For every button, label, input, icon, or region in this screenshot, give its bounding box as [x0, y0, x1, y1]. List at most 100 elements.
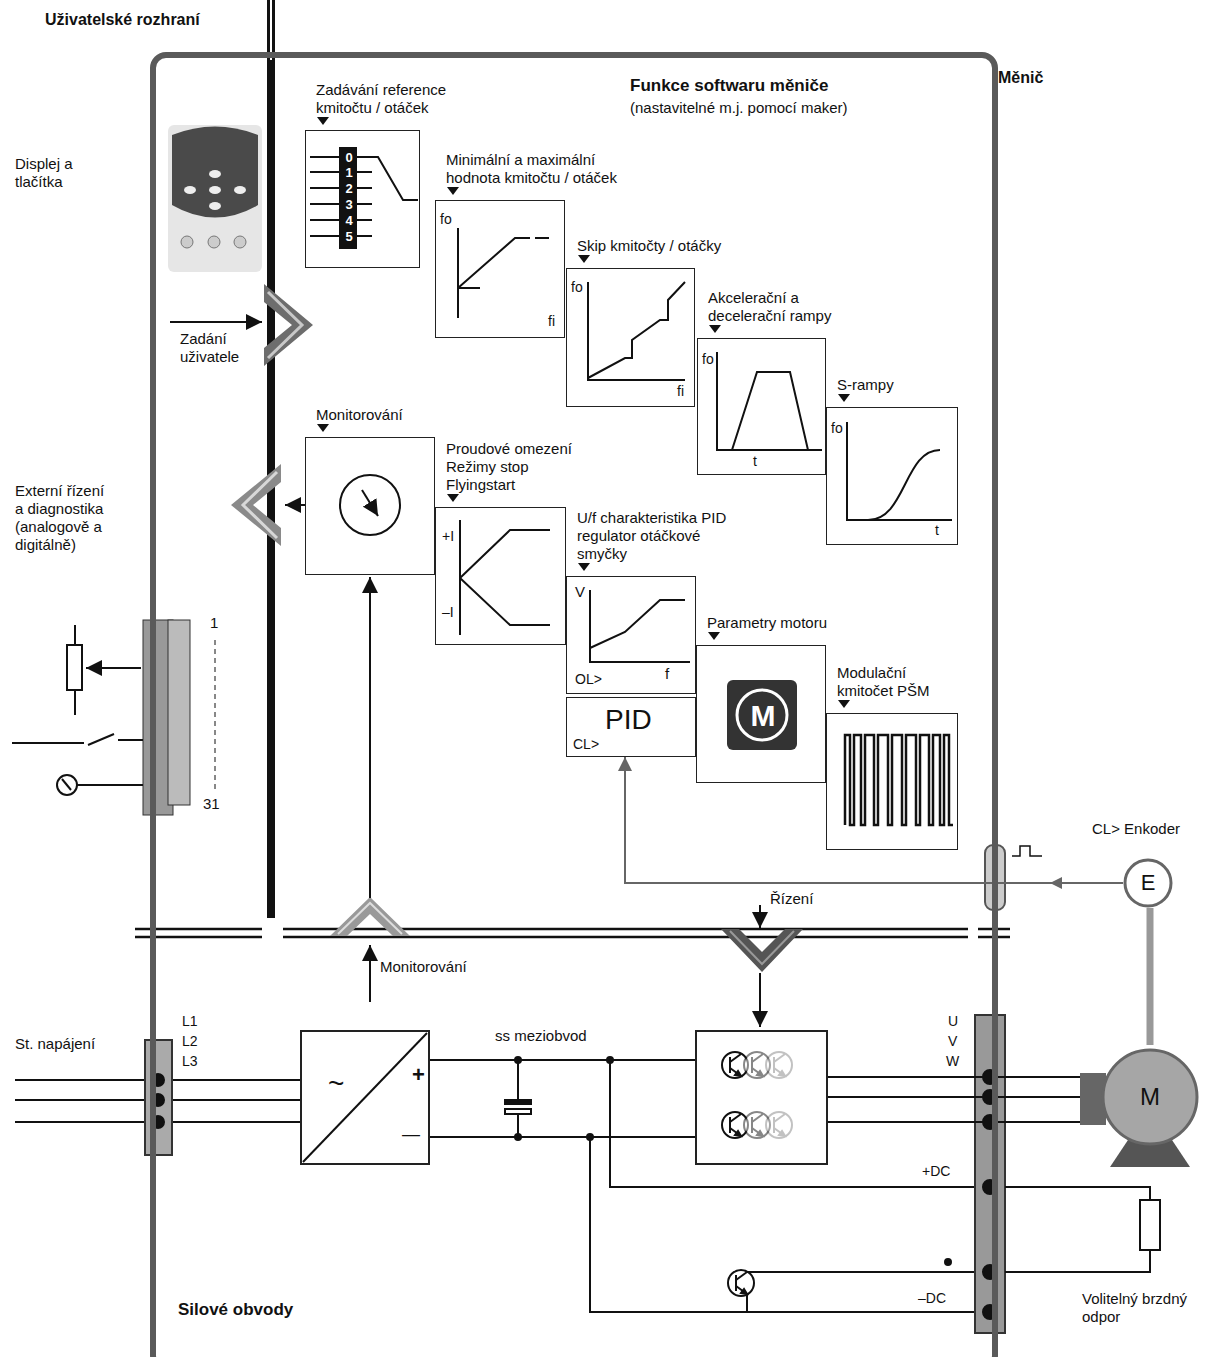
label-text: 31	[203, 795, 220, 813]
heading-text: Režimy stop	[446, 458, 606, 476]
heading-text: Modulační kmitočet PŠM	[837, 664, 952, 700]
box-text: 5	[345, 230, 352, 245]
box-text: +	[412, 1062, 425, 1087]
box-text: —	[402, 1124, 420, 1145]
box-text: +I	[442, 528, 454, 544]
function-graphs	[310, 148, 953, 825]
box-text: fo	[831, 420, 843, 436]
function-box: Minimální a maximální hodnota kmitočtu /…	[435, 200, 565, 338]
box-heading: Skip kmitočty / otáčky	[577, 237, 777, 255]
pid-box: PID CL>	[566, 697, 696, 757]
heading-text: Zadávání reference kmitočtu / otáček	[316, 81, 481, 117]
box-heading: Zadávání reference kmitočtu / otáček	[316, 81, 481, 117]
label-text: 1	[210, 614, 218, 632]
box-text: ~	[328, 1068, 344, 1100]
label-text: CL> Enkoder	[1092, 820, 1180, 838]
function-box: Modulační kmitočet PŠM	[826, 713, 958, 850]
converter-housing: MěničZadávání reference kmitočtu / otáče…	[150, 52, 998, 1357]
box-text: M	[1140, 1083, 1160, 1111]
box-heading: Minimální a maximální hodnota kmitočtu /…	[446, 151, 646, 187]
label-text: L2	[182, 1033, 198, 1050]
label-text: Displej a tlačítka	[15, 155, 80, 191]
label-text: L1	[182, 1013, 198, 1030]
heading-text: U/f charakteristika PID regulator otáčko…	[577, 509, 737, 563]
box-text: PID	[605, 704, 652, 736]
heading-text: S-rampy	[837, 376, 937, 394]
inverter-bridge	[695, 1030, 828, 1165]
box-heading: Měnič	[998, 68, 1043, 87]
heading-text: Minimální a maximální hodnota kmitočtu /…	[446, 151, 646, 187]
function-box: U/f charakteristika PID regulator otáčko…	[566, 576, 696, 694]
box-heading: Proudové omezeníRežimy stopFlyingstart	[446, 440, 606, 494]
box-heading: U/f charakteristika PID regulator otáčko…	[577, 509, 737, 563]
function-box: Skip kmitočty / otáčkyfofi	[566, 268, 695, 407]
connector-line	[430, 1059, 695, 1061]
box-heading: S-rampy	[837, 376, 937, 394]
box-text: M	[751, 699, 776, 734]
bus-lines	[135, 0, 1010, 937]
function-box: Parametry motoruM	[696, 645, 826, 783]
label-text: –DC	[918, 1290, 946, 1307]
keypad	[168, 125, 262, 272]
heading-text: Měnič	[998, 68, 1043, 87]
box-text: CL>	[573, 736, 599, 752]
motor-symbol: M	[1080, 1045, 1205, 1167]
box-heading: Parametry motoru	[707, 614, 857, 632]
encoder-symbol: E	[1123, 858, 1173, 908]
label-text: St. napájení	[15, 1035, 95, 1053]
connector-line	[828, 1077, 1080, 1122]
box-text: fo	[440, 211, 452, 227]
function-box: Zadávání reference kmitočtu / otáček0123…	[305, 130, 420, 268]
heading-text: Akcelerační a decelerační rampy	[708, 289, 848, 325]
box-text: 4	[345, 214, 352, 229]
rectifier-box: ~ + —	[300, 1030, 430, 1165]
label-text: (nastavitelné m.j. pomocí maker)	[630, 99, 848, 117]
function-box: S-rampyfot	[826, 407, 958, 545]
heading-text: Monitorování	[316, 406, 446, 424]
label-text: Řízení	[770, 890, 813, 908]
box-text: V	[575, 583, 585, 600]
power-circuit	[15, 845, 1160, 1333]
box-text: f	[665, 665, 669, 682]
label-text: Monitorování	[380, 958, 467, 976]
box-text: 2	[345, 182, 352, 197]
connector-line	[1147, 908, 1154, 1045]
label-text: Externí řízení a diagnostika (analogově …	[15, 482, 115, 554]
heading-text: Skip kmitočty / otáčky	[577, 237, 777, 255]
connector-line	[625, 757, 1123, 883]
label-text: W	[946, 1053, 959, 1070]
control-terminal	[12, 620, 215, 815]
signal-arrows	[170, 322, 760, 1027]
label-text: U	[948, 1013, 958, 1030]
heading-text: Flyingstart	[446, 476, 606, 494]
box-heading: Monitorování	[316, 406, 446, 424]
label-text: V	[948, 1033, 957, 1050]
label-text: +DC	[922, 1163, 950, 1180]
box-text: fi	[677, 383, 684, 399]
box-heading: Modulační kmitočet PŠM	[837, 664, 952, 700]
label-text: Uživatelské rozhraní	[45, 10, 200, 29]
label-text: Silové obvody	[178, 1300, 293, 1320]
heading-text: Proudové omezení	[446, 440, 606, 458]
label-text: Funkce softwaru měniče	[630, 76, 828, 96]
box-text: OL>	[575, 671, 602, 687]
box-text: fo	[571, 279, 583, 295]
function-box: Akcelerační a decelerační rampyfot	[697, 338, 826, 475]
function-box: Proudové omezeníRežimy stopFlyingstart+I…	[435, 507, 566, 645]
box-text: 1	[345, 166, 352, 181]
heading-text: Parametry motoru	[707, 614, 857, 632]
function-box: Monitorování	[305, 437, 435, 575]
box-text: E	[1141, 870, 1156, 895]
box-heading: Akcelerační a decelerační rampy	[708, 289, 848, 325]
box-text: fo	[702, 351, 714, 367]
label-text: L3	[182, 1053, 198, 1070]
box-text: –I	[442, 604, 454, 620]
box-text: 0	[345, 151, 352, 166]
box-text: t	[935, 522, 939, 538]
box-text: fi	[548, 313, 555, 329]
label-text: Zadání uživatele	[180, 330, 260, 366]
box-text: t	[753, 453, 757, 469]
